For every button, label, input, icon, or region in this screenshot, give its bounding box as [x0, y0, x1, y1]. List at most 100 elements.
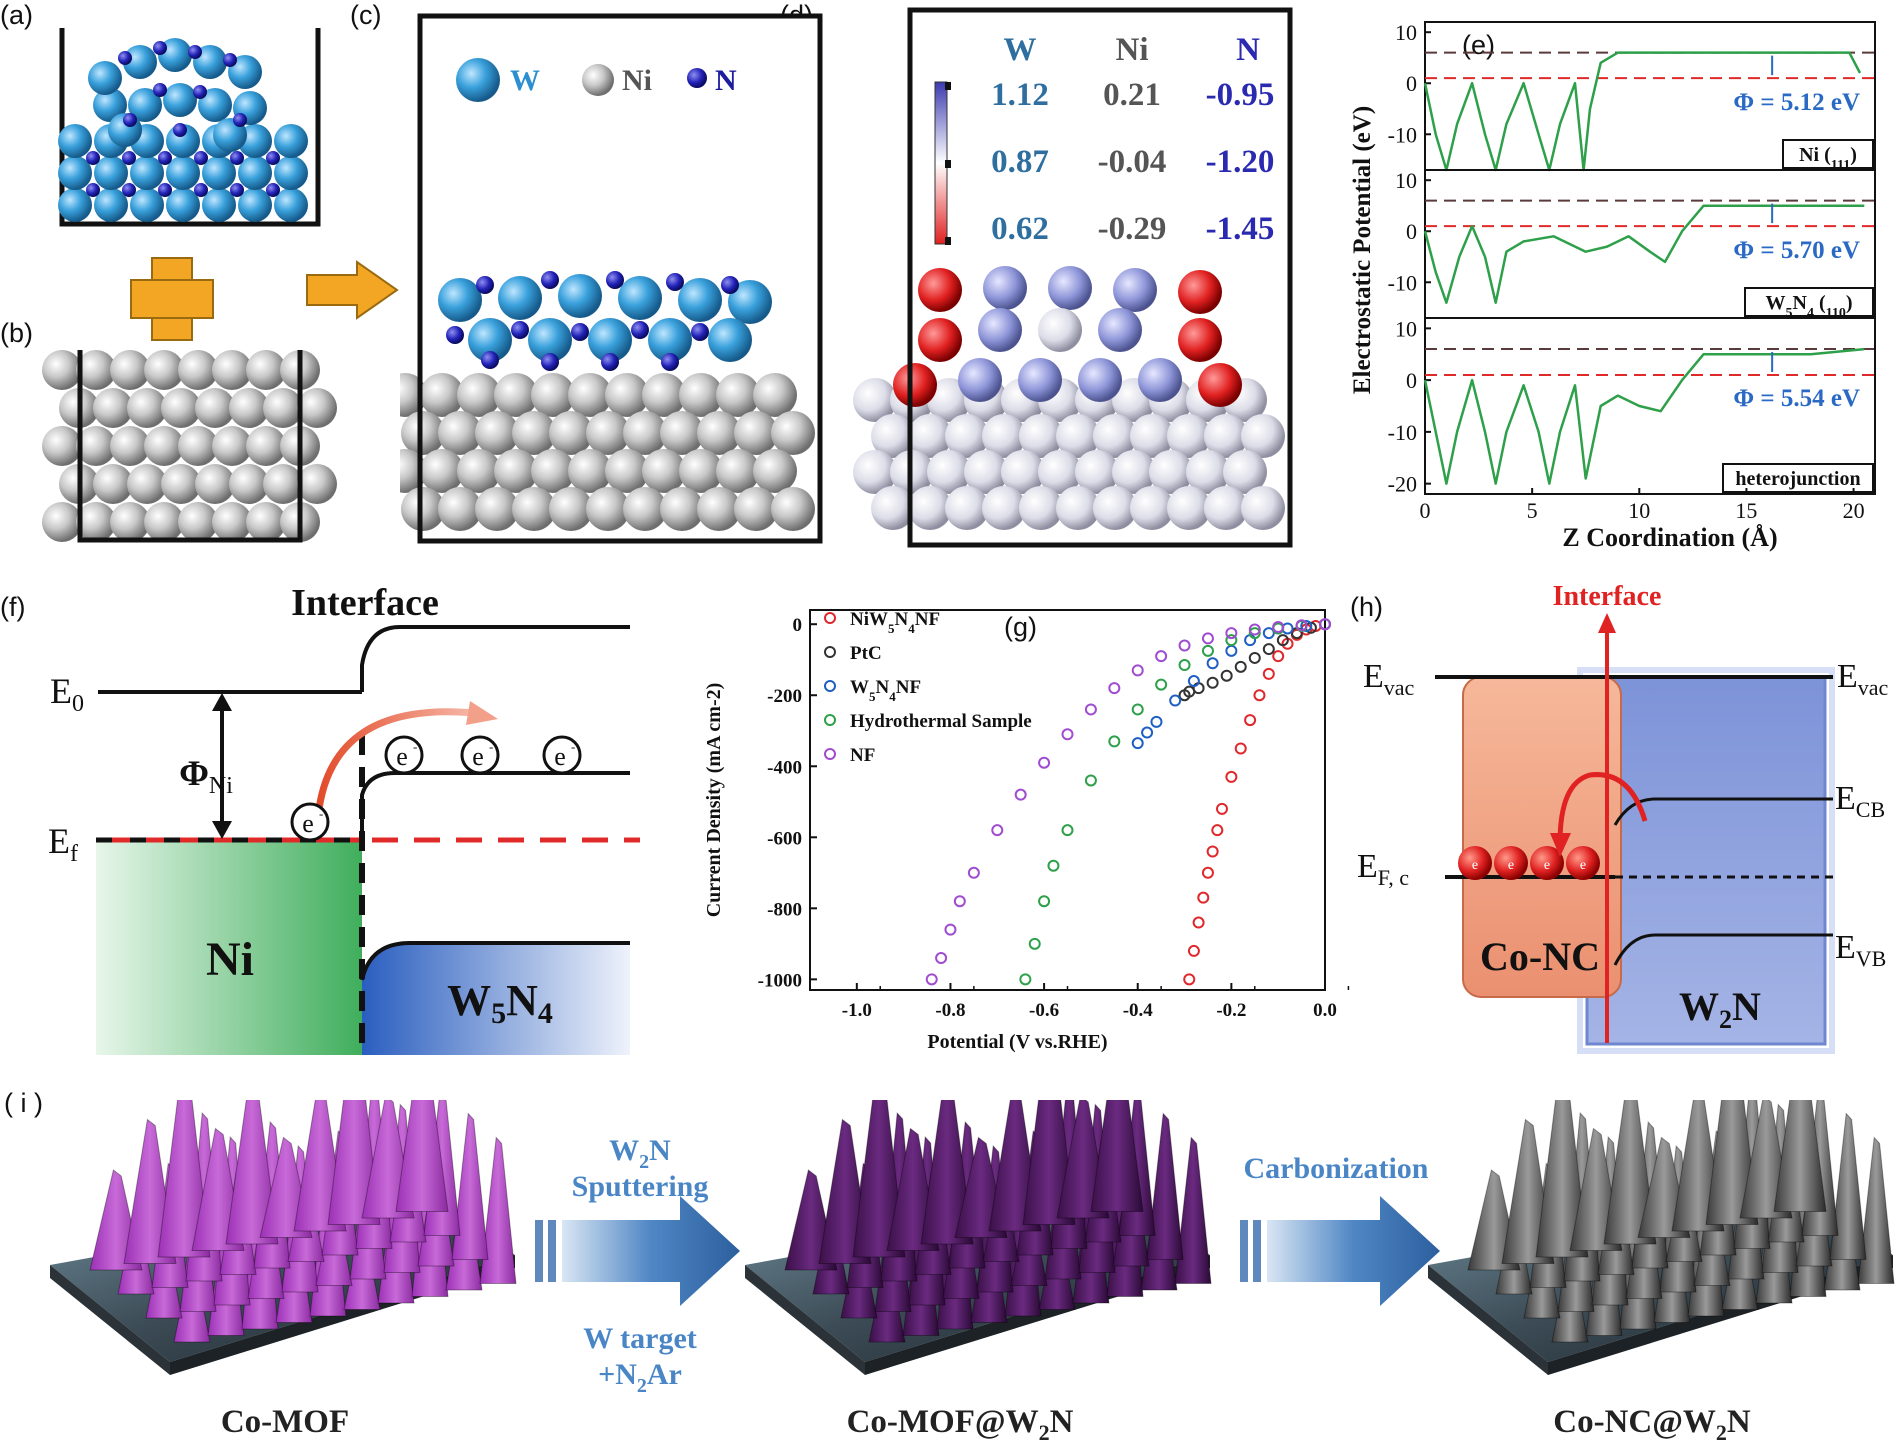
g-data-point: [1225, 770, 1238, 783]
g-data-point: [1295, 619, 1308, 632]
process-arrow-icon: [535, 1196, 740, 1306]
g-data-point: [1169, 694, 1182, 707]
g-data-point: [1262, 627, 1275, 640]
g-legend-label: Hydrothermal Sample: [850, 711, 1032, 732]
e-tag: W5N4 (110): [1765, 292, 1852, 321]
d-value: 0.21: [1103, 77, 1161, 113]
g-plot-frame: [809, 609, 1326, 991]
d-value: 1.12: [991, 77, 1049, 113]
legend-w: W: [510, 64, 540, 97]
e-ytick: 10: [1395, 168, 1417, 193]
g-data-point: [1225, 634, 1238, 647]
g-data-point: [1028, 937, 1041, 950]
electron-label: e: [1472, 858, 1478, 873]
g-legend-marker: [824, 714, 836, 726]
electron-label: e: [554, 742, 566, 771]
e-tag: heterojunction: [1735, 468, 1860, 490]
co-mof-array: [50, 1100, 517, 1375]
g-data-point: [1131, 703, 1144, 716]
g-data-point: [1178, 639, 1191, 652]
g-data-point: [1248, 623, 1261, 636]
e-potential-curve: [1423, 204, 1865, 304]
g-data-point: [1262, 667, 1275, 680]
e-ytick: -20: [1388, 472, 1417, 497]
g-xlabel: Potential (V vs.RHE): [927, 1031, 1107, 1053]
g-legend-marker: [824, 680, 836, 692]
d-header-w: W: [1004, 32, 1037, 68]
g-data-point: [1206, 657, 1219, 670]
d-value: -1.45: [1206, 211, 1275, 247]
e-potential-curve: [1423, 51, 1862, 172]
g-legend-label: NiW5N4NF: [850, 609, 940, 636]
g-data-point: [1201, 866, 1214, 879]
electron-label: e: [1544, 858, 1550, 873]
panel-a-b-structures: [42, 28, 337, 543]
g-xtick: -0.8: [935, 1000, 965, 1021]
g-data-point: [1248, 651, 1261, 664]
nanosheet: [451, 1112, 489, 1260]
e-xtick: 15: [1735, 498, 1757, 523]
g-legend-marker: [824, 612, 836, 624]
g-data-point: [1197, 891, 1210, 904]
e-ytick: 0: [1406, 219, 1417, 244]
plus-icon: [130, 257, 214, 341]
nanosheet: [1603, 1100, 1657, 1245]
g-data-point: [1038, 756, 1051, 769]
nanosheet: [1829, 1112, 1867, 1260]
e-ytick: 10: [1395, 20, 1417, 45]
g-data-point: [953, 895, 966, 908]
nanosheet: [1090, 1100, 1144, 1212]
f-phi-label: ΦNi: [179, 753, 233, 799]
right-arrow-icon: [306, 260, 399, 320]
electron-icon: [290, 802, 330, 842]
g-data-point: [1108, 735, 1121, 748]
g-data-point: [1019, 973, 1032, 986]
i-step2: Carbonization: [1243, 1152, 1428, 1185]
g-data-point: [967, 866, 980, 879]
e-xtick: 10: [1628, 498, 1650, 523]
g-data-point: [1253, 689, 1266, 702]
g-legend-label: NF: [850, 745, 875, 766]
e-ytick: -10: [1388, 420, 1417, 445]
e-potential-curve: [1423, 347, 1865, 485]
i-step1-bottom: W target+N2Ar: [583, 1322, 697, 1397]
electron-label: e: [472, 742, 484, 771]
g-xtick: -0.4: [1123, 1000, 1154, 1021]
g-data-point: [925, 973, 938, 986]
g-data-point: [1225, 627, 1238, 640]
panel-h-band-diagram: Co-NC W2N Evac Evac ECB EF, c EVB Interf…: [1357, 585, 1889, 1054]
e-ylabel: Electrostatic Potential (eV): [1349, 106, 1376, 394]
g-data-point: [1014, 788, 1027, 801]
panel-label-a: (a): [0, 0, 33, 30]
g-data-point: [1206, 676, 1219, 689]
d-value: -1.20: [1206, 144, 1275, 180]
g-data-point: [1061, 728, 1074, 741]
g-ytick: -1000: [758, 970, 802, 991]
g-data-point: [1201, 644, 1214, 657]
f-w5n4-label: W5N4: [447, 976, 553, 1030]
h-evac-right: Evac: [1837, 658, 1889, 700]
legend-n: N: [715, 64, 737, 97]
g-ytick: -400: [767, 757, 802, 778]
d-value: -0.04: [1098, 144, 1167, 180]
g-data-point: [944, 923, 957, 936]
nanosheet: [1535, 1100, 1589, 1258]
svg-text:-: -: [571, 739, 575, 754]
g-data-point: [1220, 669, 1233, 682]
g-data-point: [1038, 895, 1051, 908]
nanosheet: [479, 1136, 517, 1284]
h-w2n-label: W2N: [1679, 984, 1761, 1034]
process-arrow-icon: [1240, 1196, 1440, 1306]
g-ytick: -600: [767, 828, 802, 849]
g-data-point: [991, 824, 1004, 837]
nanosheet: [920, 1100, 974, 1245]
i-label-co-mof-w2n: Co-MOF@W2N: [847, 1404, 1074, 1445]
g-data-point: [1141, 726, 1154, 739]
g-xtick: -0.6: [1029, 1000, 1059, 1021]
electron-icon: [460, 735, 500, 775]
g-data-point: [1108, 682, 1121, 695]
g-data-point: [1248, 627, 1261, 640]
h-efc-label: EF, c: [1357, 848, 1409, 890]
